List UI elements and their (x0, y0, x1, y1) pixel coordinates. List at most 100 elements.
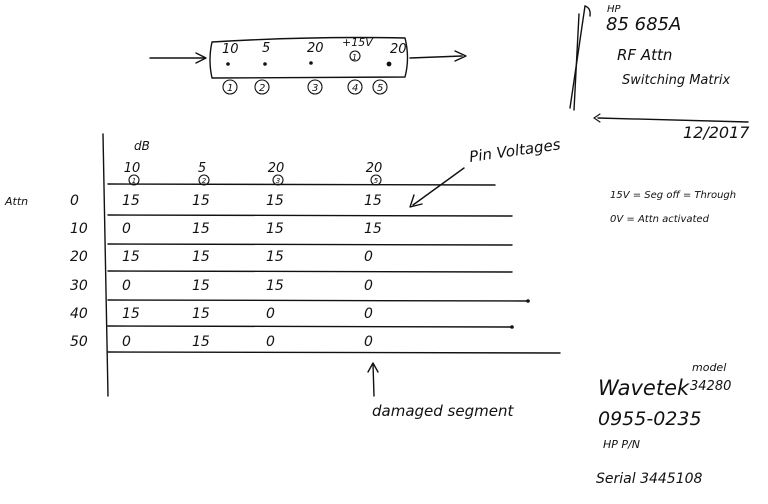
table-header-rule (107, 183, 496, 186)
row-cell-voltage: 15 (266, 249, 284, 265)
row-cell-voltage: 0 (364, 278, 373, 294)
device-title-line1: RF Attn (617, 46, 672, 64)
segment-marker-4-label: 1 (352, 53, 357, 62)
row-cell-voltage: 15 (192, 249, 210, 265)
row-cell-voltage: 15 (266, 193, 284, 209)
device-model: 85 685A (606, 14, 681, 35)
row-cell-voltage: 15 (192, 306, 210, 322)
row-cell-voltage: 15 (364, 221, 382, 237)
device-sketch-edge-2 (573, 13, 580, 111)
row-cell-voltage: 15 (192, 334, 210, 350)
row-attn-value: 50 (70, 334, 88, 350)
part-info: model Wavetek 34280 0955-0235 HP P/N Ser… (596, 361, 731, 487)
row-attn-value: 10 (70, 221, 88, 237)
row-cell-voltage: 0 (364, 334, 373, 350)
row-cell-voltage: 15 (192, 278, 210, 294)
attenuator-box (209, 36, 409, 79)
pin-voltages-pointer (412, 167, 465, 206)
row-attn-value: 20 (70, 249, 88, 265)
row-attn-value: 40 (70, 306, 88, 322)
row-rule (107, 243, 513, 246)
pin-label-1: 1 (227, 83, 233, 94)
column-pin-label-2: 2 (202, 177, 207, 185)
device-info: HP 85 685A RF Attn Switching Matrix 12/2… (569, 4, 750, 142)
column-header-4: 20 (366, 161, 383, 176)
legend-line-2: 0V = Attn activated (610, 214, 710, 225)
row-rule (107, 270, 513, 273)
part-serial: Serial 3445108 (596, 471, 703, 487)
damaged-segment-arrowhead-icon (367, 362, 379, 373)
row-attn-value: 30 (70, 278, 88, 294)
device-sketch-edge-1 (569, 5, 586, 109)
segment-dot-1 (226, 62, 230, 66)
row-cell-voltage: 0 (122, 278, 131, 294)
pin-circle-4 (347, 79, 363, 95)
device-title-line2: Switching Matrix (622, 73, 730, 88)
table-row: 40 15 15 0 0 (70, 306, 514, 329)
pin-circle-3 (307, 79, 323, 95)
pin-circle-5 (372, 79, 388, 95)
segment-dot-2 (263, 62, 267, 66)
pin-voltages-arrowhead-icon (409, 194, 423, 208)
row-rule-endpoint (526, 299, 530, 303)
part-model-label: model (692, 361, 726, 374)
table-row-header: Attn (4, 195, 28, 208)
column-pin-marker-4 (370, 174, 382, 186)
column-header-1: 10 (124, 161, 141, 176)
device-sketch-top (584, 5, 591, 17)
output-line (409, 55, 463, 59)
row-rule (107, 299, 529, 302)
row-cell-voltage: 15 (122, 249, 140, 265)
table-row: 30 0 15 15 0 (70, 278, 530, 303)
table-row: 20 15 15 15 0 (70, 249, 513, 273)
row-cell-voltage: 15 (192, 193, 210, 209)
segment-label-3: 20 (307, 41, 324, 56)
pin-circle-1 (222, 79, 238, 95)
segment-marker-4 (349, 50, 361, 62)
segment-diagram: 10 5 20 +15V 20 1 1 2 3 4 5 (149, 36, 467, 95)
row-attn-value: 0 (70, 193, 79, 209)
segment-label-2: 5 (262, 41, 270, 56)
column-pin-marker-2 (198, 174, 210, 186)
pin-voltages-label: Pin Voltages (468, 135, 562, 166)
pin-circle-2 (254, 79, 270, 95)
column-pin-label-3: 3 (276, 177, 280, 185)
column-pin-label-1: 1 (132, 177, 136, 185)
column-header-3: 20 (268, 161, 285, 176)
row-cell-voltage: 0 (364, 306, 373, 322)
pin-label-3: 3 (312, 83, 318, 94)
part-number: 0955-0235 (598, 408, 702, 430)
row-cell-voltage: 15 (266, 278, 284, 294)
legend-line-1: 15V = Seg off = Through (610, 190, 736, 201)
part-model-number: 34280 (690, 379, 731, 394)
row-rule (107, 325, 513, 328)
segment-dot-5 (386, 61, 392, 67)
row-cell-voltage: 0 (266, 306, 275, 322)
row-cell-voltage: 15 (122, 306, 140, 322)
column-pin-label-4: 5 (374, 177, 379, 185)
input-arrowhead-icon (195, 52, 207, 64)
column-pin-marker-1 (128, 174, 140, 186)
row-cell-voltage: 15 (266, 221, 284, 237)
pin-label-2: 2 (259, 83, 265, 94)
segment-label-5: 20 (390, 42, 407, 57)
device-date: 12/2017 (683, 123, 750, 142)
device-sketch-base (597, 117, 749, 123)
table-unit: dB (134, 139, 150, 153)
segment-label-4: +15V (342, 36, 374, 49)
row-cell-voltage: 15 (192, 221, 210, 237)
table-rows: 0 15 15 15 15 10 0 15 15 15 20 15 15 15 0 30 0 15 15 0 40 15 1… (70, 193, 561, 354)
row-rule (107, 214, 513, 217)
damaged-segment-label: damaged segment (372, 402, 514, 420)
row-cell-voltage: 15 (364, 193, 382, 209)
pin-label-5: 5 (377, 83, 383, 94)
row-cell-voltage: 0 (266, 334, 275, 350)
row-cell-voltage: 0 (364, 249, 373, 265)
table-vertical-rule (102, 133, 109, 397)
